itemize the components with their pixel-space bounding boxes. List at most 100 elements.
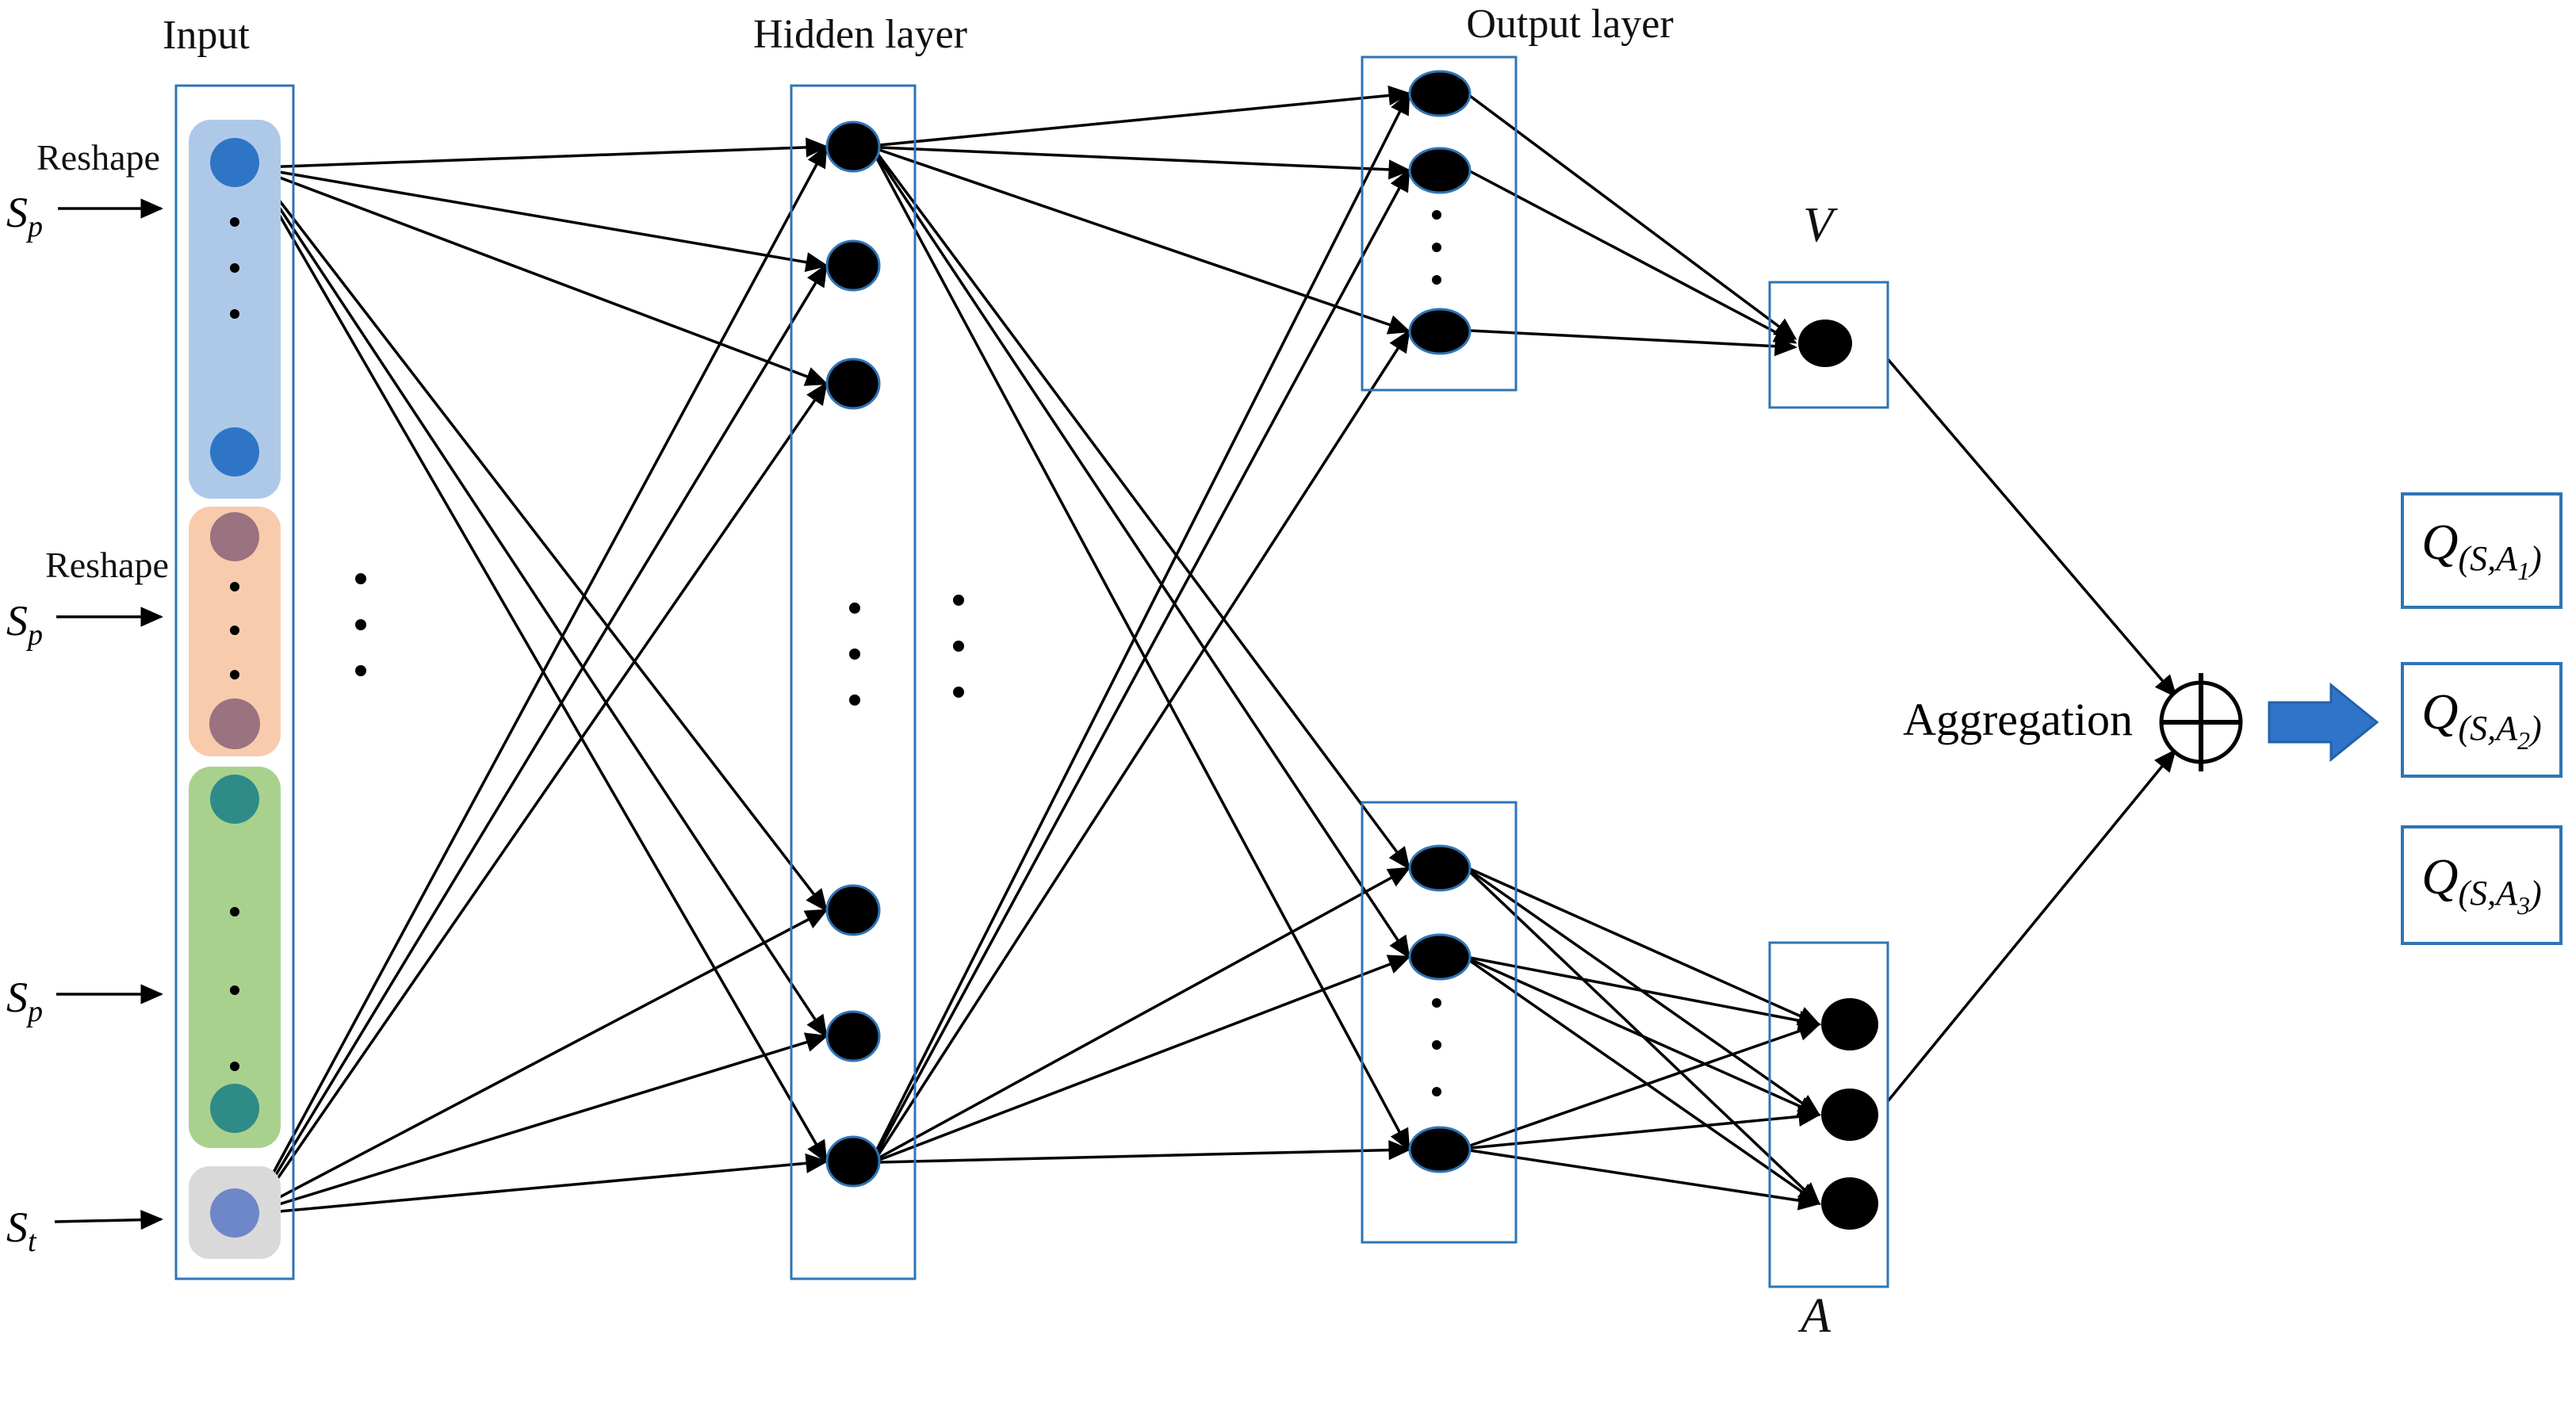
advantage-node-1 bbox=[1821, 998, 1878, 1050]
hidden-node-4 bbox=[825, 884, 881, 936]
input-group-blue bbox=[189, 120, 281, 499]
state-symbol: S bbox=[6, 597, 28, 645]
output-node bbox=[1408, 1126, 1472, 1173]
ellipsis-dot bbox=[1432, 275, 1441, 285]
edge bbox=[1469, 170, 1797, 344]
output-node bbox=[1408, 308, 1472, 355]
edge bbox=[876, 152, 1410, 871]
edge bbox=[256, 177, 828, 1164]
input-group-orange bbox=[189, 507, 281, 756]
q-value-label-2: Q(S,A2) bbox=[2421, 687, 2542, 755]
state-symbol: S bbox=[6, 1203, 28, 1251]
q-subscript: (S,A2) bbox=[2458, 709, 2542, 755]
ellipsis-dot bbox=[230, 309, 239, 319]
q-value-box-2 bbox=[2401, 662, 2563, 778]
ellipsis-dot bbox=[355, 573, 366, 584]
hidden-node-2 bbox=[825, 239, 881, 292]
edge bbox=[1469, 956, 1821, 1031]
ellipsis-dot bbox=[355, 619, 366, 630]
input-group-green-bg bbox=[189, 767, 281, 1148]
input-node bbox=[210, 138, 259, 187]
ellipsis-dot bbox=[1432, 210, 1441, 220]
edge bbox=[875, 91, 1410, 1152]
edge bbox=[1469, 329, 1797, 357]
ellipsis-dot bbox=[1432, 1040, 1441, 1050]
edge bbox=[1469, 1149, 1821, 1211]
edge bbox=[1469, 1021, 1821, 1147]
input-layer-box bbox=[174, 84, 295, 1280]
q-action-index: 2 bbox=[2517, 726, 2531, 755]
advantage-stream-label: A bbox=[1801, 1289, 1831, 1343]
ellipsis-dot bbox=[849, 649, 860, 660]
edge bbox=[259, 909, 829, 1209]
edge bbox=[261, 1153, 829, 1215]
ellipsis-dot bbox=[953, 641, 964, 652]
edge bbox=[878, 148, 1411, 335]
q-subscript: (S,A3) bbox=[2458, 874, 2542, 920]
ellipsis-input-hidden bbox=[355, 573, 366, 676]
value-stream-label: V bbox=[1803, 198, 1833, 252]
input-group-gray bbox=[189, 1166, 281, 1259]
input-group-green bbox=[189, 767, 281, 1148]
hidden-node-6 bbox=[825, 1135, 881, 1188]
advantage-nodes bbox=[1821, 998, 1878, 1230]
ellipsis-dot bbox=[355, 665, 366, 676]
reshape-label-2: Reshape bbox=[45, 545, 169, 585]
q-value-label-1: Q(S,A1) bbox=[2421, 517, 2541, 584]
output-advantage-stream-nodes bbox=[1408, 844, 1472, 1173]
advantage-node-2 bbox=[1821, 1089, 1878, 1141]
edge bbox=[1469, 959, 1821, 1205]
state-input-label-st: St bbox=[6, 1203, 36, 1257]
ellipsis-hidden-output bbox=[953, 595, 964, 698]
hidden-layer-nodes bbox=[825, 121, 881, 1188]
output-node bbox=[1408, 70, 1472, 117]
edge bbox=[1469, 867, 1821, 1026]
edges-output-to-value bbox=[1468, 94, 1797, 357]
edge bbox=[878, 955, 1411, 1161]
edge bbox=[1468, 94, 1797, 340]
circled-plus-icon bbox=[2159, 673, 2243, 771]
ellipsis-dot bbox=[230, 582, 239, 591]
edge bbox=[878, 867, 1411, 1159]
edge bbox=[878, 85, 1411, 147]
input-state-arrows bbox=[54, 198, 163, 1230]
state-subscript: p bbox=[28, 994, 43, 1028]
ellipsis-dot bbox=[230, 626, 239, 635]
output-value-stream-box bbox=[1361, 55, 1518, 392]
ellipsis-dot bbox=[849, 695, 860, 706]
aggregation-label: Aggregation bbox=[1903, 694, 2133, 745]
ellipsis-dot bbox=[230, 263, 239, 273]
q-symbol: Q bbox=[2421, 514, 2459, 570]
state-subscript: t bbox=[28, 1224, 36, 1258]
q-subscript: (S,A1) bbox=[2458, 539, 2542, 585]
input-node bbox=[210, 775, 259, 824]
edge bbox=[260, 167, 829, 273]
q-value-box-1 bbox=[2401, 492, 2563, 609]
state-input-label-sp3: Sp bbox=[6, 976, 43, 1027]
edges-output-to-advantage bbox=[1468, 867, 1821, 1211]
edge bbox=[257, 175, 828, 1039]
edge-advantage-to-plus bbox=[1886, 748, 2176, 1103]
hidden-node-1 bbox=[825, 121, 881, 173]
edge bbox=[1468, 869, 1821, 1116]
input-node bbox=[210, 1188, 259, 1238]
edge bbox=[876, 329, 1410, 1157]
q-value-label-3: Q(S,A3) bbox=[2421, 851, 2542, 920]
ellipsis-dot bbox=[230, 985, 239, 995]
output-layer-title: Output layer bbox=[1466, 2, 1674, 47]
q-action-index: 3 bbox=[2517, 891, 2531, 920]
advantage-box bbox=[1768, 941, 1889, 1288]
ellipsis-dot bbox=[230, 217, 239, 227]
hidden-layer-box bbox=[790, 84, 917, 1280]
ellipsis-dot bbox=[230, 907, 239, 916]
state-subscript: p bbox=[28, 209, 43, 243]
ellipsis-dot bbox=[1432, 998, 1441, 1008]
value-node bbox=[1798, 320, 1852, 367]
output-node bbox=[1408, 933, 1472, 981]
state-subscript: p bbox=[28, 618, 43, 652]
edge bbox=[878, 1140, 1411, 1164]
input-node bbox=[210, 427, 259, 476]
ellipsis-dot bbox=[953, 687, 964, 698]
edge-value-to-plus bbox=[1886, 358, 2177, 698]
